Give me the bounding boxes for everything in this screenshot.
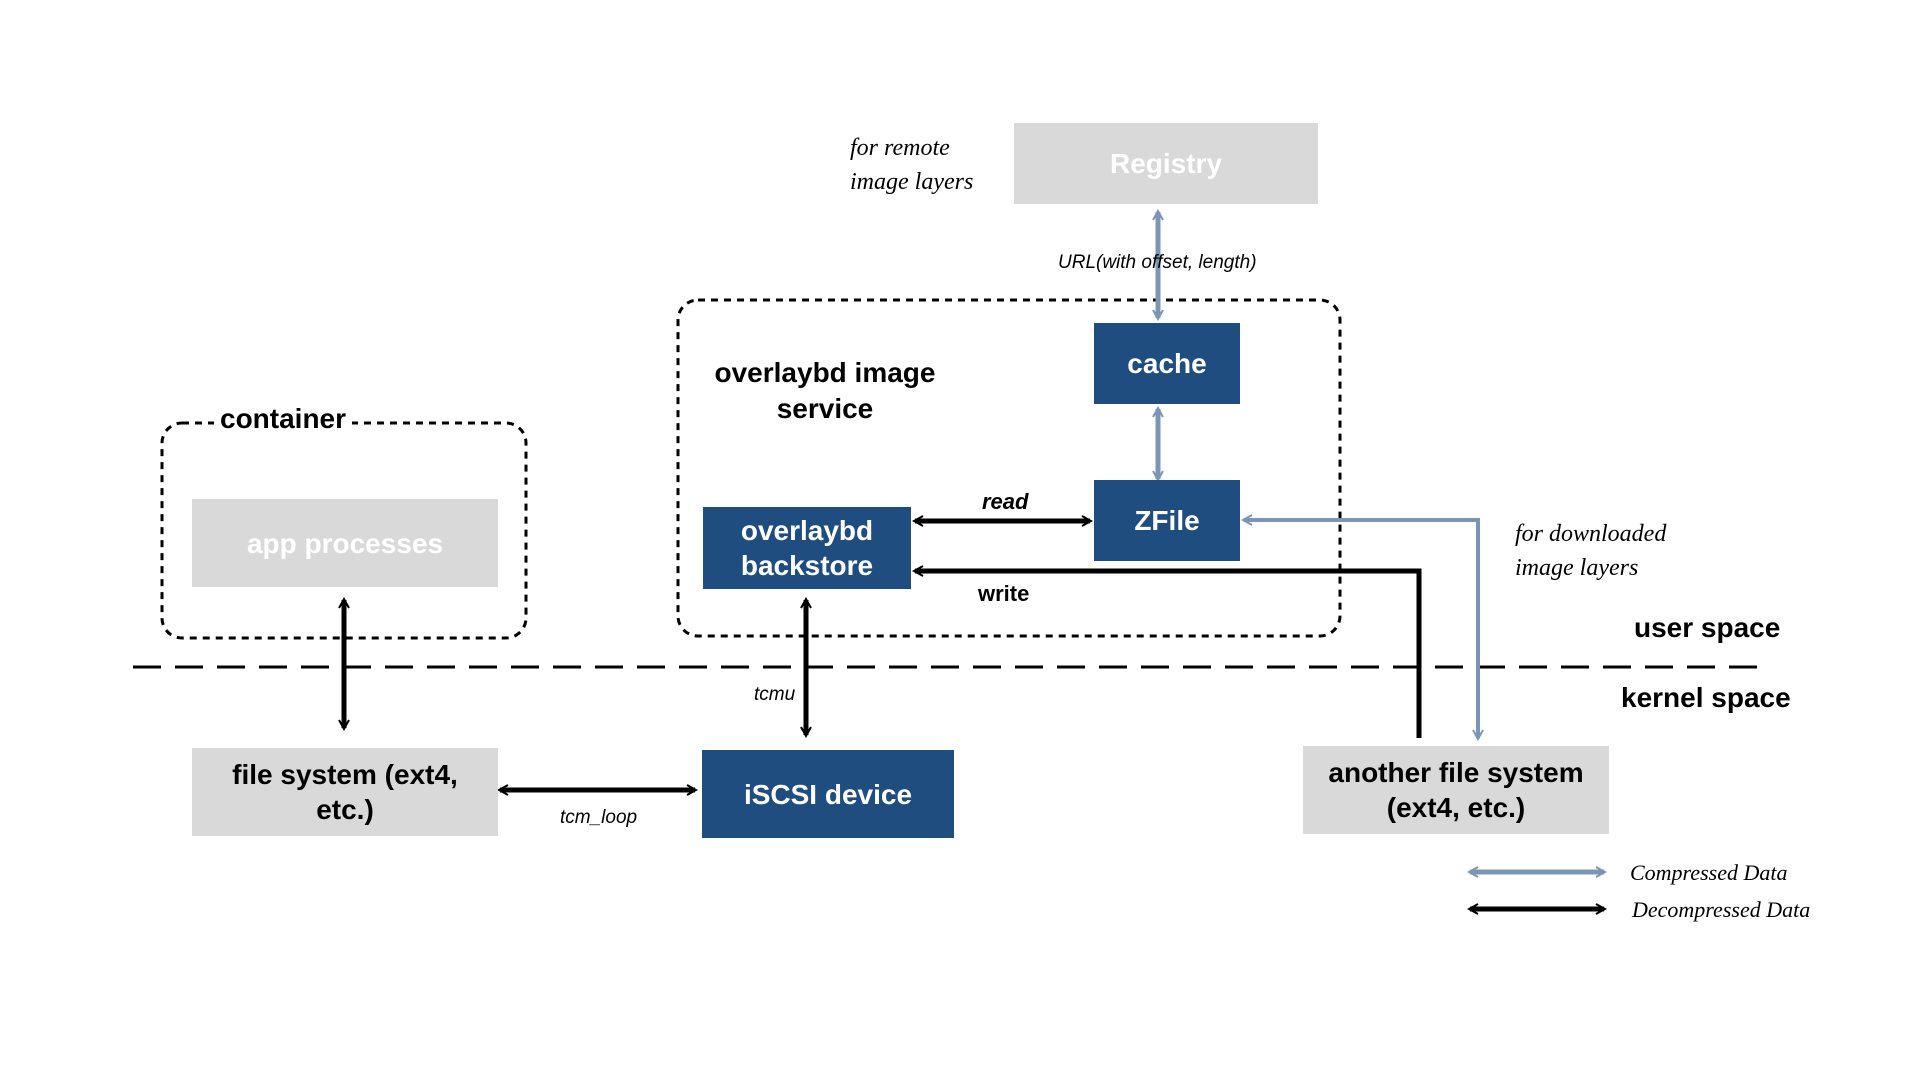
cache-box: cache [1094,323,1240,404]
iscsi-device-box: iSCSI device [702,750,954,838]
tcm-loop-label: tcm_loop [560,807,638,828]
zfile-box: ZFile [1094,480,1240,561]
user-space-label: user space [1634,612,1781,643]
read-label: read [982,489,1029,514]
image-service-group-outline [676,298,1342,638]
image-service-group-title: overlaybd image service [714,357,936,425]
container-group-title: container [214,403,353,435]
registry-box: Registry [1014,123,1318,204]
legend-decompressed-label: Decompressed Data [1632,897,1811,922]
file-system-box: file system (ext4, etc.) [192,748,498,836]
downloaded-layers-note: for downloaded image layers [1515,521,1667,581]
backstore-box: overlaybd backstore [703,507,911,589]
legend-compressed-label: Compressed Data [1630,860,1788,885]
tcmu-label: tcmu [754,684,796,705]
app-processes-box: app processes [192,499,498,587]
another-file-system-label: another file system (ext4, etc.) [1328,757,1584,823]
url-label: URL(with offset, length) [1058,252,1257,273]
arrow-zfile-another-fs [1244,520,1478,738]
backstore-label: overlaybd backstore [740,515,874,581]
write-label: write [978,581,1030,606]
app-processes-label: app processes [246,527,444,559]
zfile-label: ZFile [1134,505,1200,536]
cache-label: cache [1127,348,1207,379]
registry-label: Registry [1109,148,1223,179]
remote-layers-note: for remote image layers [850,135,974,195]
kernel-space-label: kernel space [1621,682,1791,713]
arrow-write [915,571,1422,738]
file-system-label: file system (ext4, etc.) [232,759,458,825]
another-file-system-box: another file system (ext4, etc.) [1303,746,1609,834]
iscsi-device-label: iSCSI device [743,778,913,810]
